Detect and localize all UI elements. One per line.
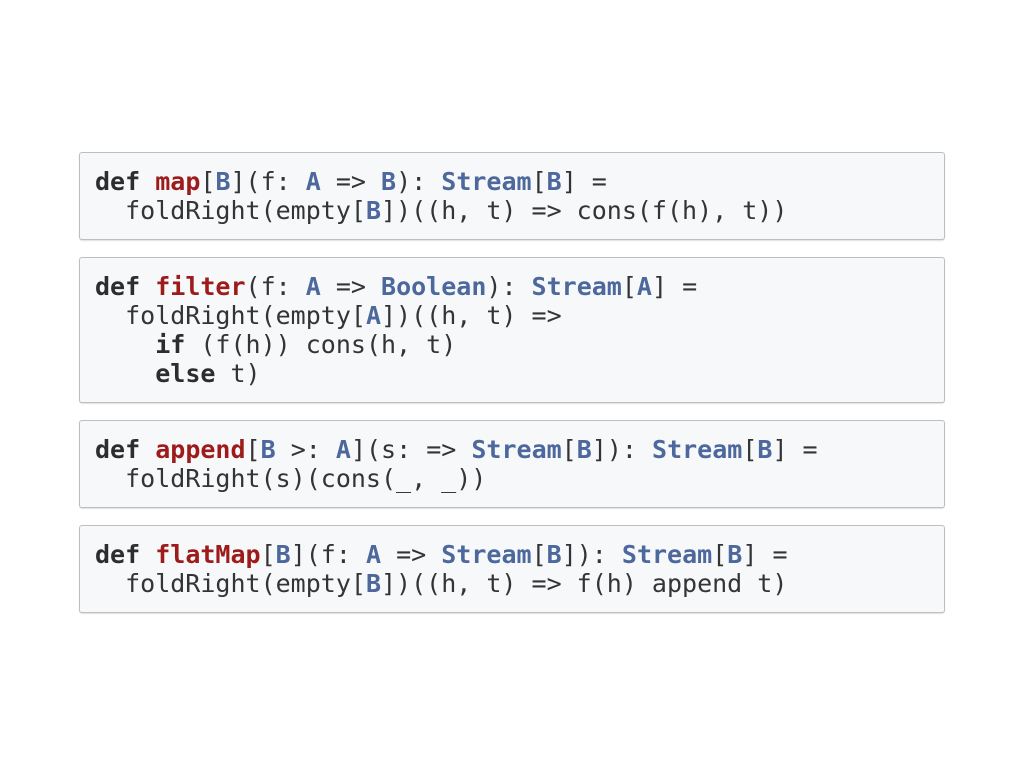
code-snippet-flatmap: def flatMap[B](f: A => Stream[B]): Strea…	[95, 540, 929, 598]
code-line: foldRight(empty[A])((h, t) =>	[95, 301, 562, 330]
code-line: else t)	[155, 359, 261, 388]
code-snippet-append: def append[B >: A](s: => Stream[B]): Str…	[95, 435, 929, 493]
code-line: def flatMap[B](f: A => Stream[B]): Strea…	[95, 540, 788, 569]
code-line: foldRight(empty[B])((h, t) => cons(f(h),…	[95, 196, 788, 225]
code-line: def append[B >: A](s: => Stream[B]): Str…	[95, 435, 818, 464]
code-block-append: def append[B >: A](s: => Stream[B]): Str…	[79, 420, 945, 508]
code-stack: def map[B](f: A => B): Stream[B] = foldR…	[79, 152, 945, 613]
code-snippet-filter: def filter(f: A => Boolean): Stream[A] =…	[95, 272, 929, 388]
code-block-flatmap: def flatMap[B](f: A => Stream[B]): Strea…	[79, 525, 945, 613]
code-block-map: def map[B](f: A => B): Stream[B] = foldR…	[79, 152, 945, 240]
code-block-filter: def filter(f: A => Boolean): Stream[A] =…	[79, 257, 945, 403]
code-line: if (f(h)) cons(h, t)	[155, 330, 457, 359]
code-line: def filter(f: A => Boolean): Stream[A] =	[95, 272, 698, 301]
code-snippet-map: def map[B](f: A => B): Stream[B] = foldR…	[95, 167, 929, 225]
code-line: foldRight(empty[B])((h, t) => f(h) appen…	[95, 569, 788, 598]
code-line: foldRight(s)(cons(_, _))	[95, 464, 487, 493]
code-line: def map[B](f: A => B): Stream[B] =	[95, 167, 607, 196]
